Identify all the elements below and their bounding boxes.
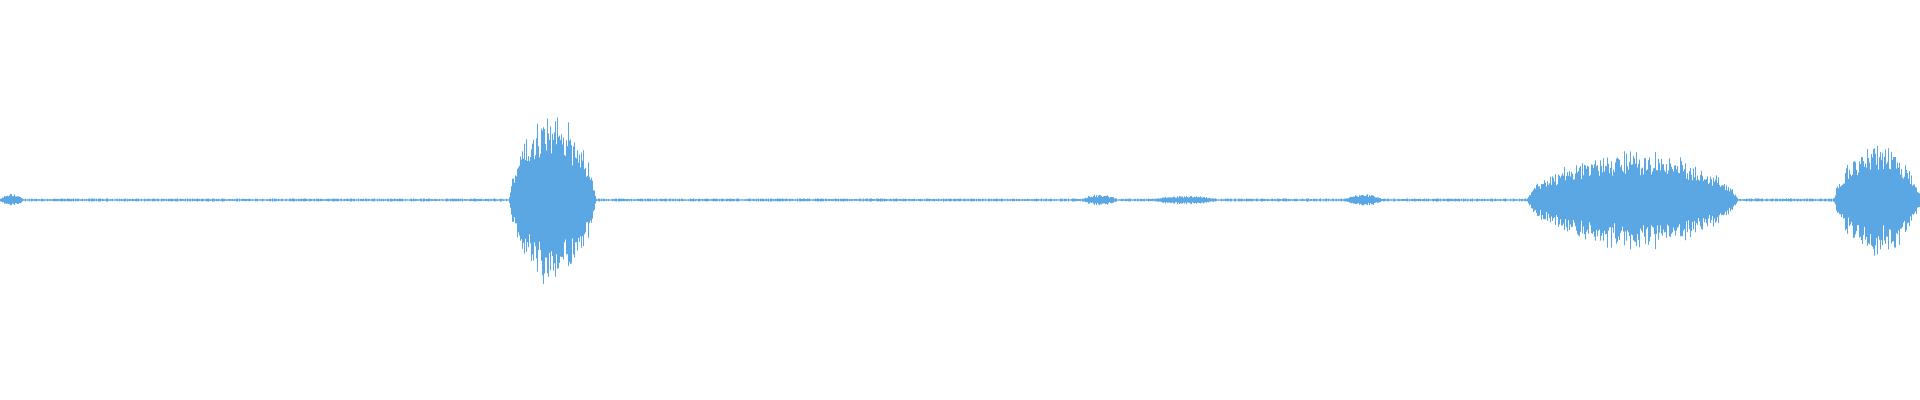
waveform-bars — [0, 117, 1920, 285]
waveform-path — [0, 117, 1920, 285]
